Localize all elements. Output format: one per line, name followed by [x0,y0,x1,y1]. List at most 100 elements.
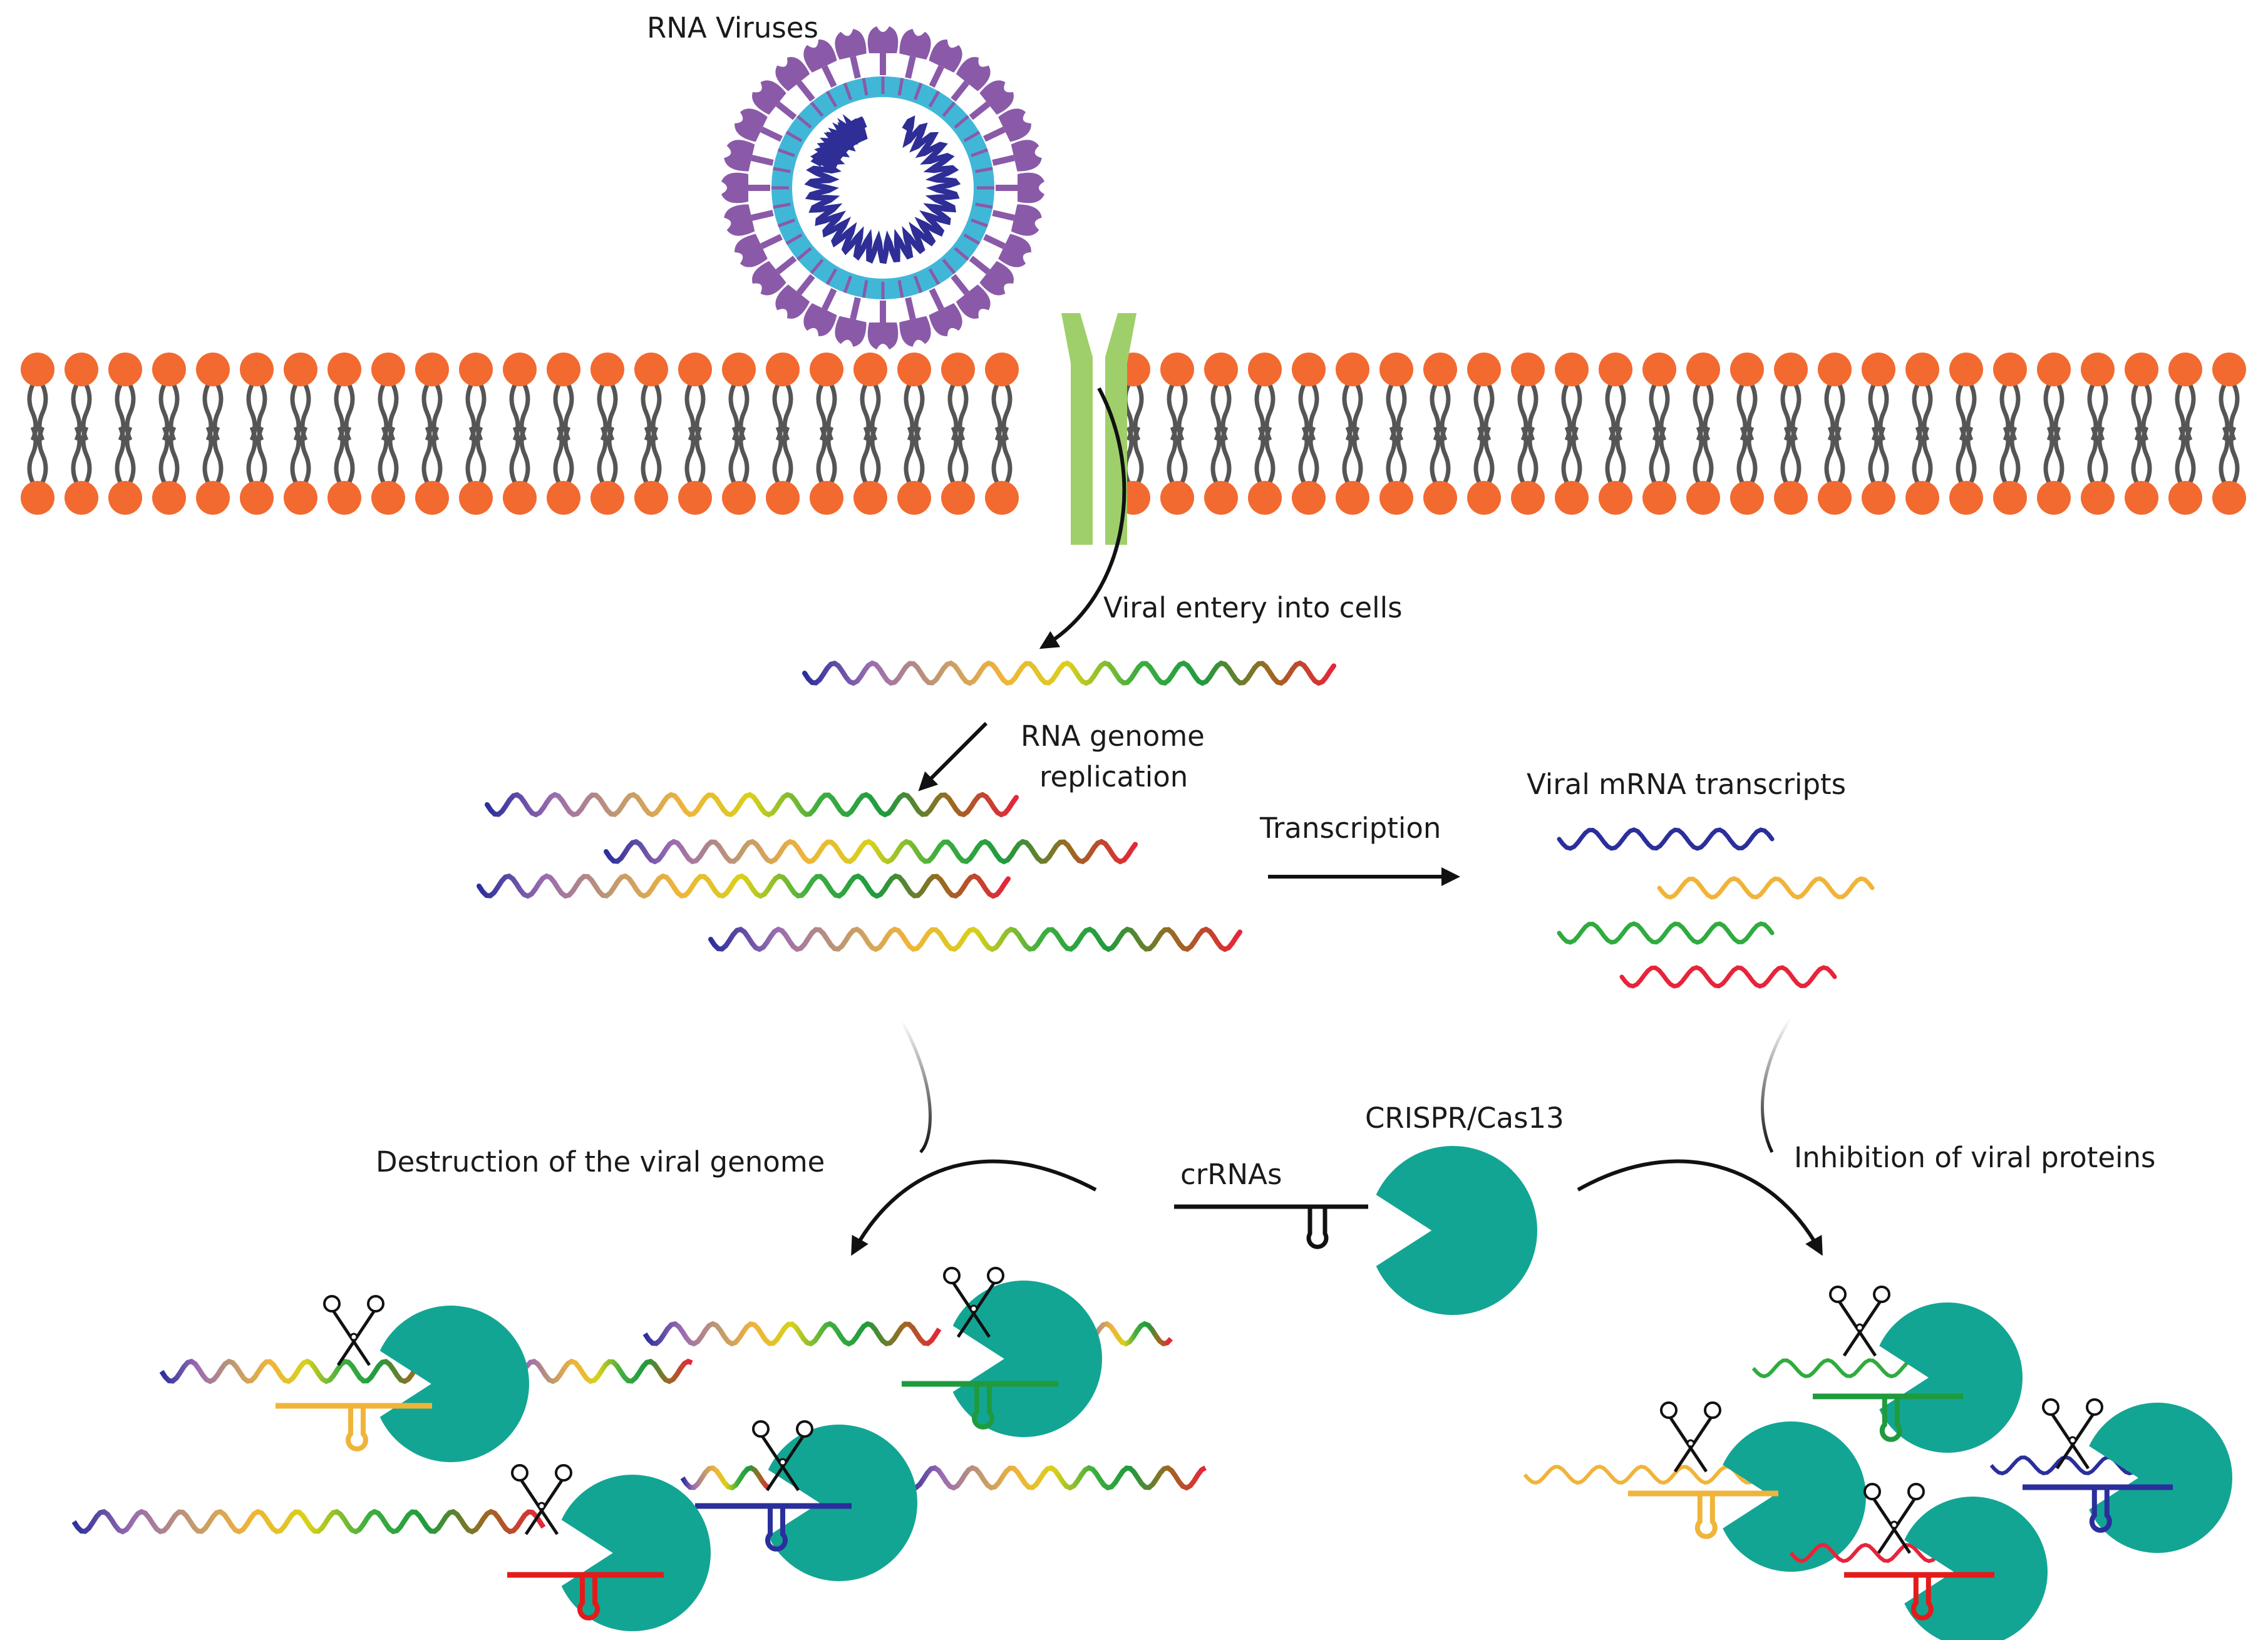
entry-arrow [1039,387,1126,649]
label-rna-viruses: RNA Viruses [647,11,818,44]
cas13-complex-genome-1 [379,1306,529,1462]
lipid [1511,353,1545,515]
process-arrows [851,387,1823,1256]
envelope-protein [810,101,824,117]
lipid [1730,353,1764,515]
lipid [1423,353,1457,515]
lipid [1993,353,2027,515]
envelope-protein [777,148,795,158]
lipid [284,353,317,515]
envelope-protein [796,115,812,129]
virus-spike [899,29,931,79]
lipid [1862,353,1895,515]
target-rna-fragment [642,1321,942,1347]
bound-crrna-genome-1 [276,1403,432,1452]
scissors-icon [323,1295,384,1366]
label-viral-entry: Viral entery into cells [1103,591,1403,624]
label-transcription: Transcription [1259,812,1441,845]
lipid [459,353,493,515]
receptor-right-arm [1105,313,1137,545]
bound-crrna-mrna-2 [1628,1490,1778,1539]
envelope-protein [975,167,993,173]
target-rna-fragment [159,1358,451,1385]
envelope-protein [810,259,824,274]
virus-spike [992,204,1042,236]
lipid [1379,353,1413,515]
lipid [2168,353,2202,515]
lipid [678,353,712,515]
lipid [722,353,756,515]
envelope-protein [971,148,989,158]
envelope-protein [843,82,853,100]
lipid [810,353,843,515]
inhibition-arrow [1577,1159,1823,1256]
virus-spike [724,204,774,236]
virus-spike [951,57,991,102]
bound-crrna-genome-4 [507,1572,664,1621]
virus-spike [867,301,899,349]
cas13-complex-mrna-3 [2089,1403,2233,1554]
label-inhibition: Inhibition of viral proteins [1794,1141,2156,1174]
destruction-arrow [851,1159,1097,1256]
envelope-protein [954,247,969,261]
lipid [152,353,186,515]
lipid [1686,353,1720,515]
virus-spike [992,140,1042,172]
lipid [766,353,800,515]
cas13-complex-genome-4 [561,1475,711,1631]
envelope-protein [954,115,969,129]
lipid [1292,353,1326,515]
lipid [1905,353,1939,515]
viral-genome-coil [810,113,868,170]
envelope-protein [862,280,869,298]
label-crispr-cas13: CRISPR/Cas13 [1365,1101,1564,1135]
replicated-genome-4 [708,926,1242,952]
cleaved-rna-fragment [902,1465,1207,1491]
lipid [590,353,624,515]
mrna-transcript-green [1557,921,1775,945]
lipid [196,353,230,515]
virus-spike [724,140,774,172]
bound-crrna-mrna-4 [1844,1572,1994,1621]
replication-arrow [918,721,988,792]
label-viral-mrna: Viral mRNA transcripts [1527,768,1846,801]
mrna-transcript-orange [1657,876,1875,900]
envelope-protein [773,167,791,173]
rna-virus-particle [721,26,1044,349]
virus-spike [775,57,815,102]
envelope-protein [975,202,993,209]
target-mrna [1523,1464,1789,1485]
virus-spike [835,29,867,79]
bound-crrna-genome-3 [695,1503,852,1552]
virus-spike [835,297,867,347]
replicated-genome-2 [604,838,1138,865]
cas13-complex-mrna-4 [1904,1497,2048,1640]
scissors-icon [511,1464,572,1535]
cell-membrane-bilayer [21,353,2246,515]
virus-spike [929,288,962,336]
bound-crrna-mrna-3 [2023,1484,2173,1533]
lipid [1160,353,1194,515]
lipid [853,353,887,515]
lipid [21,353,54,515]
mrna-transcript-blue [1557,827,1775,851]
lipid [1642,353,1676,515]
virus-spike [929,39,962,88]
virus-spike [996,172,1044,204]
lipid [634,353,668,515]
target-rna-fragment [680,1465,771,1491]
virus-spike [983,108,1031,142]
cas13-complex-genome-3 [768,1425,917,1581]
lipid [1336,353,1369,515]
virus-spike [735,108,783,142]
lipid [1467,353,1501,515]
replicated-genome-1 [485,792,1019,818]
label-rna-genome-line1: RNA genome [1021,719,1205,753]
lipid [415,353,449,515]
lipid [64,353,98,515]
lipid [547,353,580,515]
cell-receptor [1061,313,1137,545]
bound-crrna-mrna-1 [1813,1393,1963,1442]
lipid [2212,353,2246,515]
